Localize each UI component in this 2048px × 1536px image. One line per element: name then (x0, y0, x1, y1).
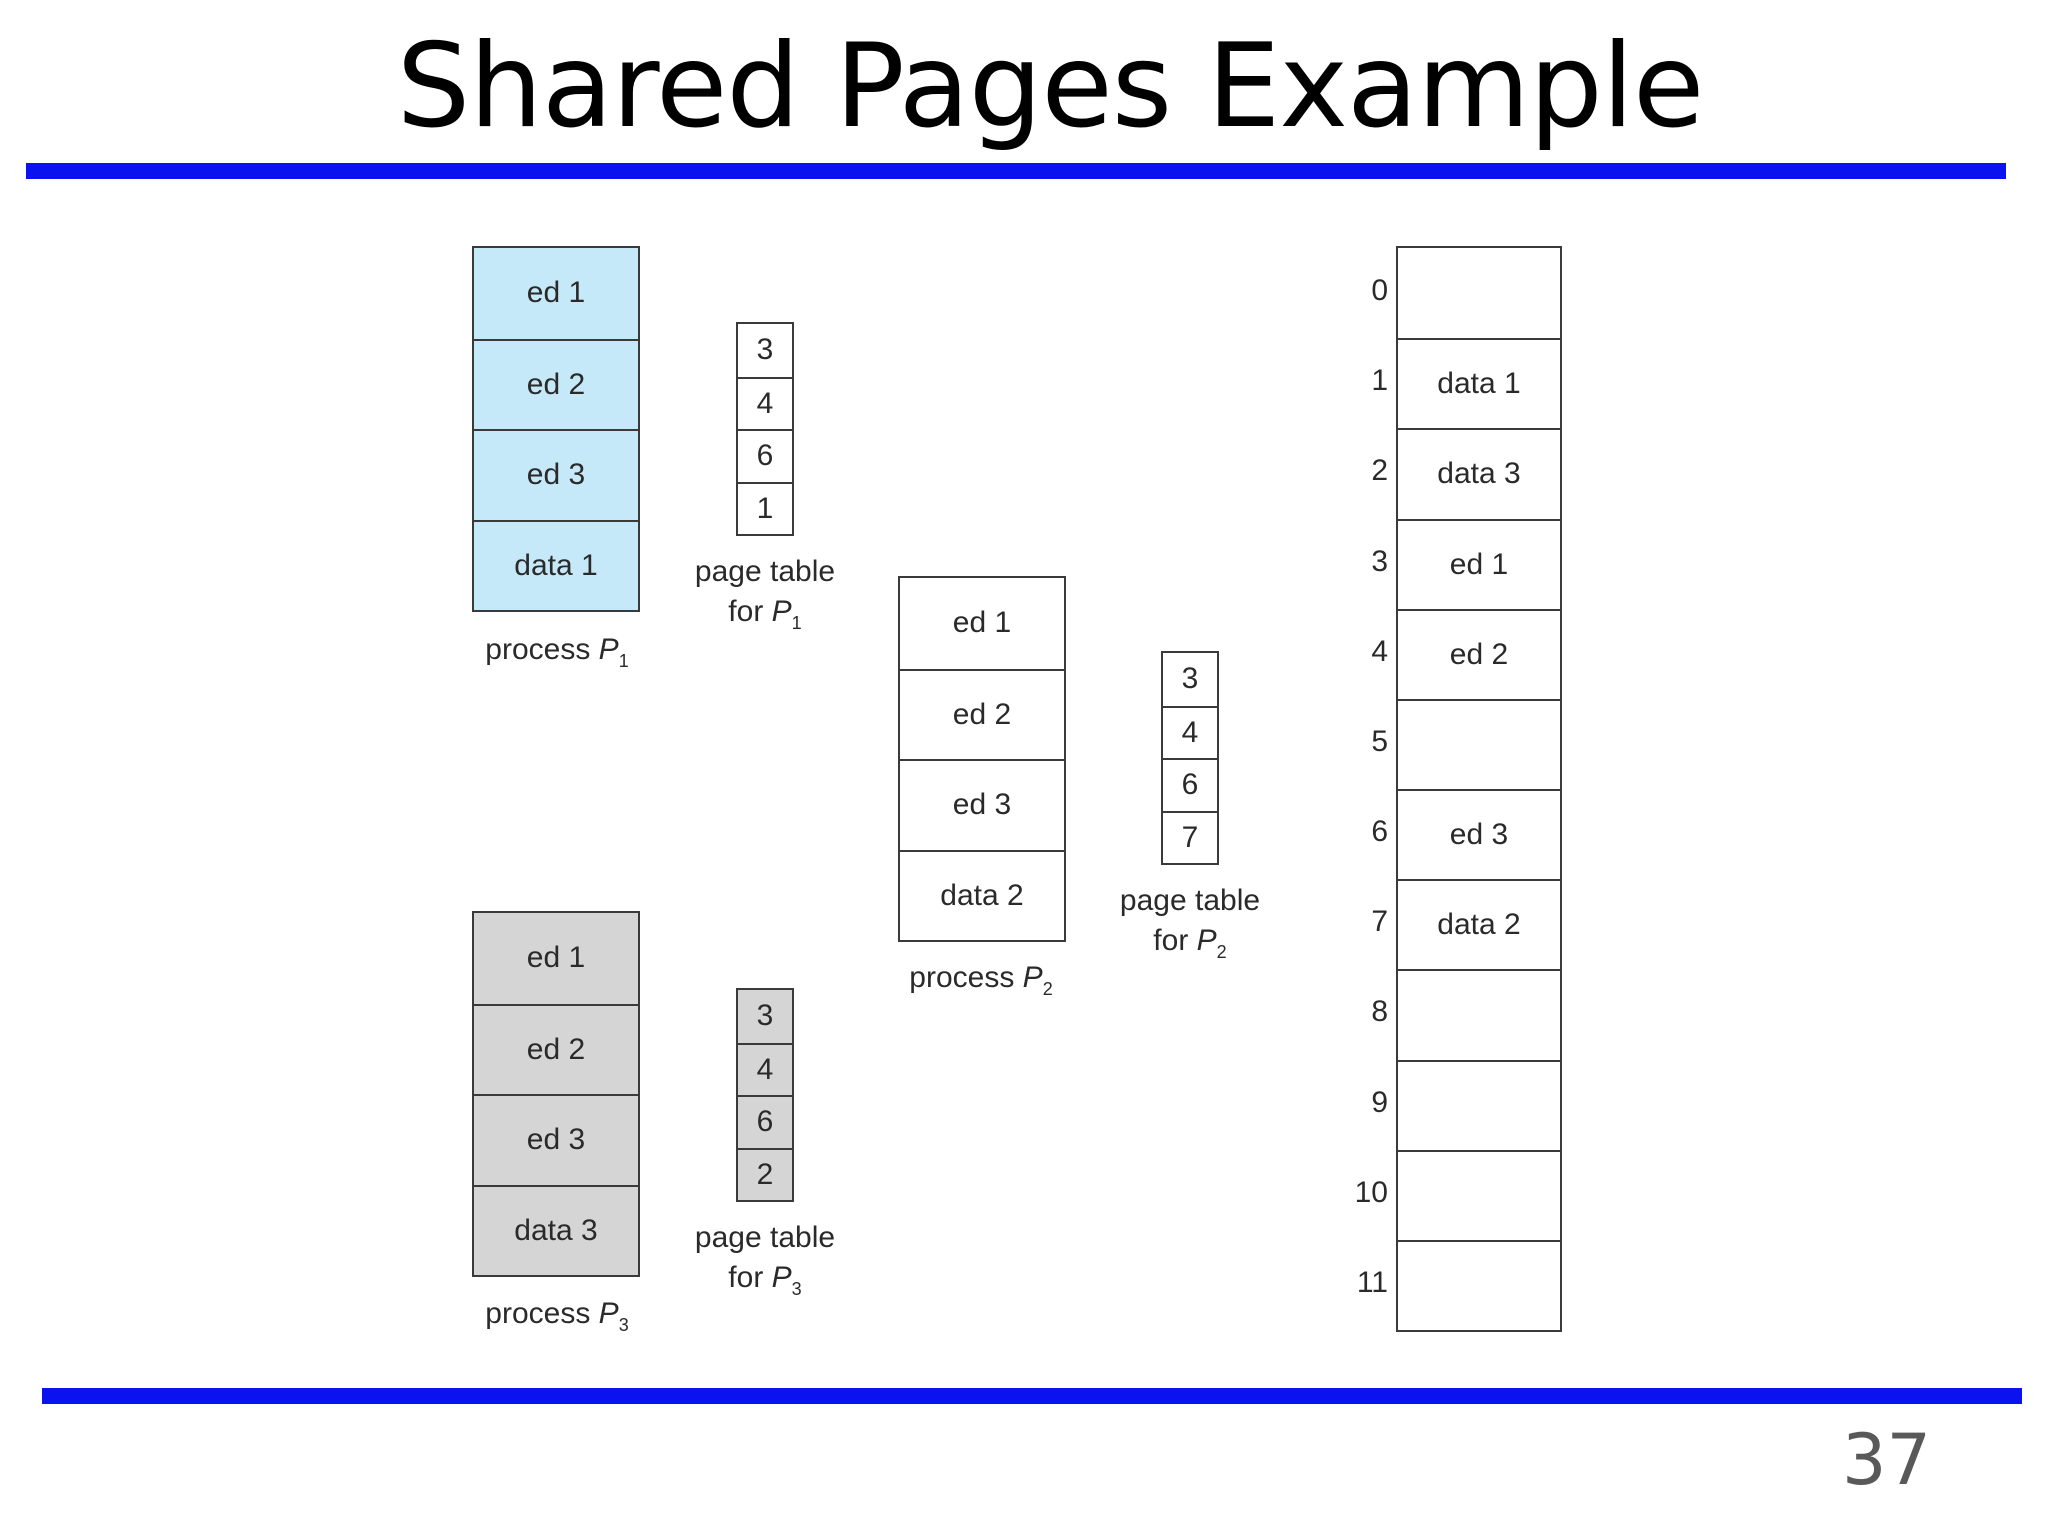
process-p1-page: data 1 (474, 519, 638, 611)
process-p3-page: ed 3 (474, 1094, 638, 1185)
process-p2-caption: process P2 (909, 961, 1053, 999)
frame-number: 9 (1371, 1085, 1388, 1119)
page-table-p1-entry: 4 (738, 376, 792, 430)
process-p1-page: ed 3 (474, 429, 638, 520)
memory-frame: data 1 (1398, 338, 1560, 428)
page-table-p3-caption: page table for P3 (694, 1221, 836, 1299)
memory-frame: ed 1 (1398, 518, 1560, 609)
memory-frame: data 2 (1398, 879, 1560, 969)
memory-frame (1398, 698, 1560, 789)
process-p1-caption: process P1 (485, 633, 629, 671)
frame-number: 8 (1371, 995, 1388, 1029)
frame-number: 6 (1371, 815, 1388, 849)
page-table-p1-caption: page table for P1 (694, 555, 836, 633)
memory-frame: ed 3 (1398, 789, 1560, 879)
frame-number: 4 (1371, 634, 1388, 668)
page-table-p3-entry: 4 (738, 1042, 792, 1096)
memory-frame (1398, 969, 1560, 1059)
page-table-p3-entry: 2 (738, 1147, 792, 1201)
frame-number: 7 (1371, 905, 1388, 939)
frame-number: 3 (1371, 544, 1388, 578)
page-table-p2-entry: 7 (1163, 810, 1217, 864)
page-table-p1-entry: 1 (738, 481, 792, 535)
process-p3-page: data 3 (474, 1184, 638, 1276)
memory-frame (1398, 248, 1560, 338)
frame-number: 11 (1356, 1265, 1388, 1299)
memory-frame (1398, 1239, 1560, 1330)
frame-number: 5 (1371, 724, 1388, 758)
memory-frame: data 3 (1398, 428, 1560, 518)
process-p3-page: ed 1 (526, 941, 586, 975)
page-table-p2-caption: page table for P2 (1119, 884, 1261, 962)
process-p2-page: ed 1 (952, 606, 1012, 640)
frame-number: 1 (1371, 364, 1388, 398)
frame-number: 10 (1354, 1175, 1388, 1209)
footer-rule (42, 1388, 2022, 1404)
memory-frame: ed 2 (1398, 608, 1560, 699)
page-table-p3-entry: 3 (756, 999, 774, 1033)
memory-frame (1398, 1059, 1560, 1150)
page-table-p2-entry: 6 (1163, 758, 1217, 811)
page-table-p3-entry: 6 (738, 1095, 792, 1148)
process-p2-page: ed 3 (900, 759, 1064, 850)
page-table-p2-entry: 3 (1181, 662, 1199, 696)
title-underline-rule (26, 163, 2006, 179)
process-p1-page: ed 1 (526, 276, 586, 310)
slide-title: Shared Pages Example (396, 19, 1705, 154)
page-table-p1-entry: 3 (756, 333, 774, 367)
process-p1-page: ed 2 (474, 338, 638, 430)
process-p2-page: data 2 (900, 849, 1064, 941)
frame-number: 0 (1371, 274, 1388, 308)
frame-number: 2 (1371, 454, 1388, 488)
memory-frame (1398, 1149, 1560, 1240)
page-table-p2-entry: 4 (1163, 705, 1217, 759)
page-number: 37 (1842, 1419, 1932, 1501)
process-p3-page: ed 2 (474, 1003, 638, 1095)
page-table-p1-entry: 6 (738, 429, 792, 482)
process-p3-caption: process P3 (485, 1297, 629, 1335)
process-p2-page: ed 2 (900, 668, 1064, 760)
